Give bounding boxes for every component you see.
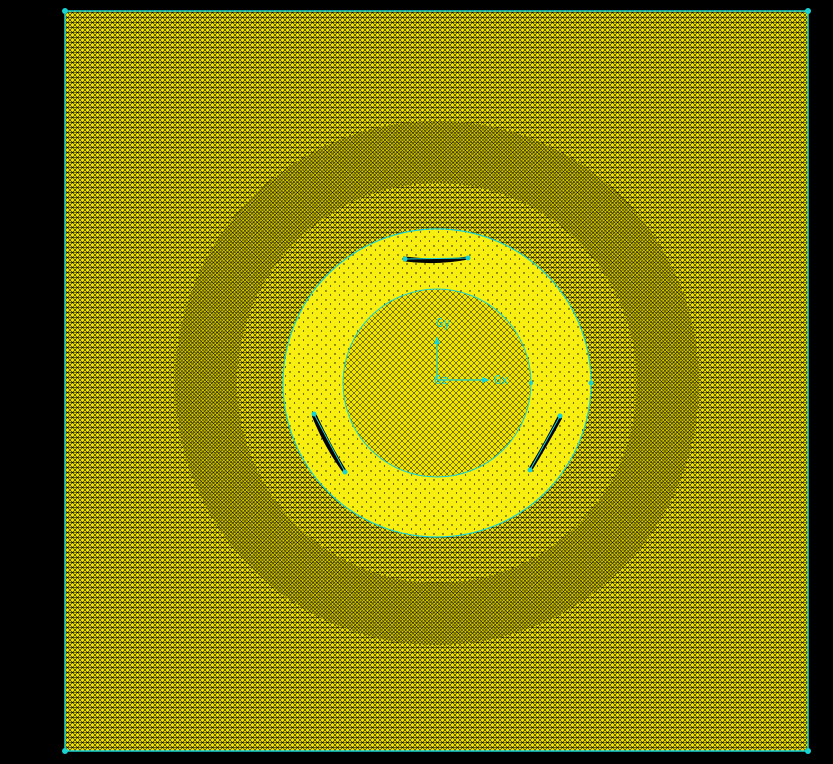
blade-slot-left[interactable] bbox=[311, 411, 348, 475]
node-marker bbox=[588, 380, 594, 386]
domain-boundary bbox=[64, 10, 809, 752]
axis-label-z: Gz bbox=[434, 373, 448, 387]
blade-slot-right[interactable] bbox=[527, 413, 563, 473]
axis-label-y: Gy bbox=[436, 316, 450, 330]
node-marker bbox=[529, 381, 533, 385]
blade-slot-top[interactable] bbox=[402, 255, 471, 264]
axes-triad: Gy Gz Gx bbox=[434, 316, 508, 387]
corner-markers bbox=[62, 8, 811, 754]
axis-label-x: Gx bbox=[494, 373, 508, 387]
